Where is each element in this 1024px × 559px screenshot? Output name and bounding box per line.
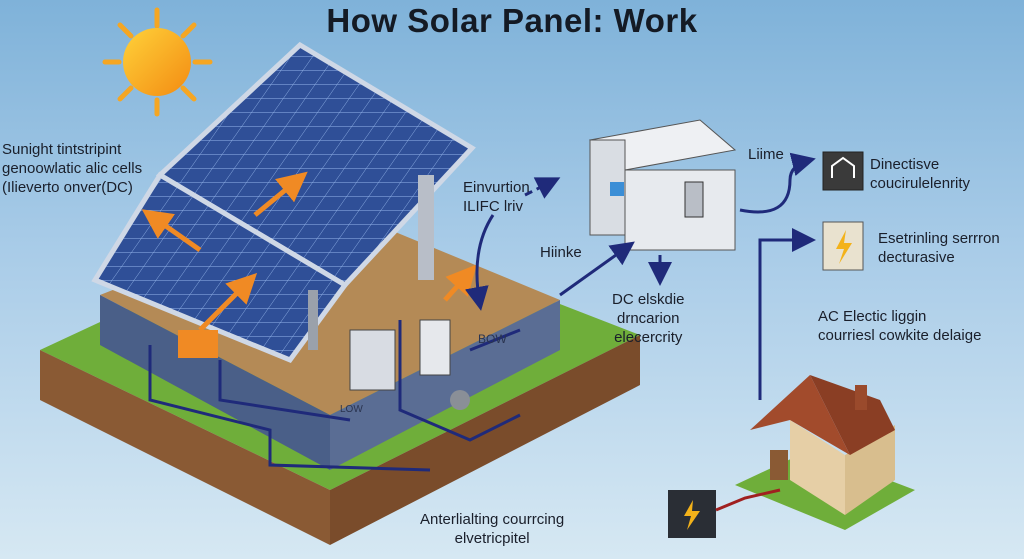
ac-label-line-2: courriesl cowkite delaige (818, 327, 982, 344)
sun-icon (102, 7, 213, 117)
house-icon (735, 375, 915, 530)
ac-electric-label: AC Electic liggin courriesl cowkite dela… (818, 307, 981, 345)
alternating-label-line-1: Anterlialting courrcing (420, 511, 565, 528)
low-label: LOW (340, 404, 363, 415)
page-title: How Solar Panel: Work (326, 2, 698, 39)
einvurtion-label-line-2: ILIFC lriv (463, 198, 523, 215)
meter-icon (450, 390, 470, 410)
einvurtion-label: Einvurtion ILIFC lriv (463, 178, 530, 216)
controller-box (349, 329, 396, 391)
bow-label: BOW (478, 332, 507, 346)
directive-label-line-1: Dinectisve (870, 156, 940, 173)
flow-arrows (464, 152, 816, 400)
battery-icon (668, 488, 781, 538)
lightning-icon (822, 221, 864, 271)
sunlight-label-line-2: genoowlatic alic cells (2, 160, 143, 177)
dc-label-line-3: elecercrity (614, 329, 683, 346)
alternating-label-line-2: elvetricpitel (454, 530, 530, 547)
ground-wires (148, 320, 521, 472)
dc-label-line-1: DC elskdie (612, 291, 685, 308)
liime-label: Liime (748, 146, 784, 163)
inverter-icon (588, 119, 737, 251)
home-outline-icon (822, 151, 864, 191)
junction-box (178, 330, 218, 358)
esetrining-label-line-2: decturasive (878, 249, 955, 266)
sunlight-label: Sunight tintstripint genoowlatic alic ce… (2, 140, 142, 197)
dc-label-line-2: drncarion (616, 310, 680, 327)
esetrining-label: Esetrinling serrron decturasive (878, 229, 1000, 267)
directive-label: Dinectisve coucirulelenrity (870, 155, 970, 193)
hiinke-label: Hiinke (540, 244, 582, 261)
dc-electricity-label: DC elskdie drncarion elecercrity (612, 290, 685, 347)
directive-label-line-2: coucirulelenrity (870, 175, 971, 192)
esetrining-label-line-1: Esetrinling serrron (878, 230, 1000, 247)
energy-arrows (141, 171, 477, 332)
ac-label-line-1: AC Electic liggin (818, 308, 927, 325)
alternating-label: Anterlialting courrcing elvetricpitel (420, 510, 564, 548)
einvurtion-label-line-1: Einvurtion (463, 179, 530, 196)
sunlight-label-line-1: Sunight tintstripint (2, 141, 122, 158)
switch-box (419, 319, 451, 376)
sunlight-label-line-3: (Ilieverto onver(DC) (2, 179, 133, 196)
